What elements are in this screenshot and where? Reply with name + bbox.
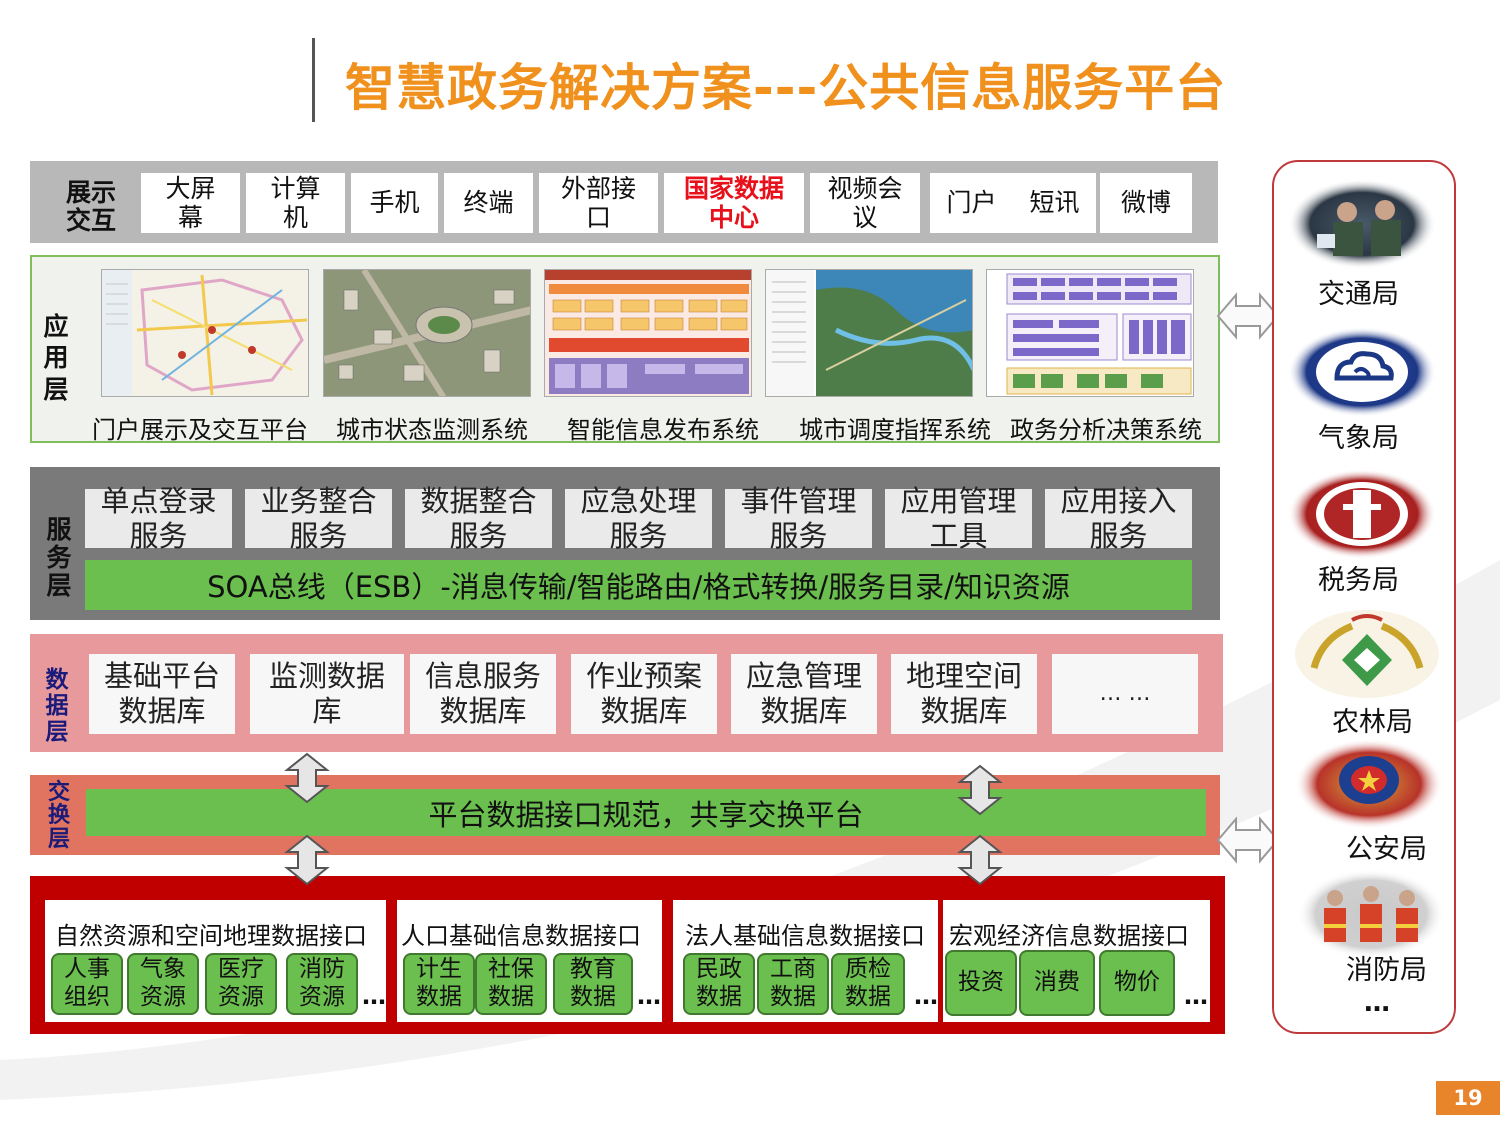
iface-item-family-planning: 计生数据 xyxy=(403,953,475,1015)
display-item-video-conference: 视频会 议 xyxy=(810,173,920,233)
horizontal-double-arrow-icon xyxy=(1216,816,1280,864)
interface-title-natural-resources: 自然资源和空间地理数据接口 xyxy=(55,922,367,950)
weather-bureau-emblem-icon xyxy=(1288,327,1436,417)
soa-bus-bar: SOA总线（ESB）-消息传输/智能路由/格式转换/服务目录/知识资源 xyxy=(85,560,1192,610)
info-release-thumbnail xyxy=(544,269,752,397)
db-info-service: 信息服务数据库 xyxy=(410,654,556,734)
dashboard-thumbnail-icon xyxy=(1006,273,1192,395)
service-item-sso: 单点登录服务 xyxy=(85,484,232,553)
traffic-police-photo-icon xyxy=(1288,179,1436,269)
application-layer-label: 应 用 层 xyxy=(43,312,69,404)
bureau-agriculture-forestry: 农林局 xyxy=(1332,707,1413,738)
service-layer-label: 服 务 层 xyxy=(46,515,72,600)
tax-bureau-emblem-icon xyxy=(1288,469,1436,559)
app-caption-info-release: 智能信息发布系统 xyxy=(567,416,759,444)
data-layer-label: 数 据 层 xyxy=(45,667,69,745)
iface-item-weather: 气象资源 xyxy=(127,953,199,1015)
bureau-weather: 气象局 xyxy=(1318,423,1399,454)
decision-analysis-thumbnail xyxy=(986,269,1194,397)
interface-title-legal-entity: 法人基础信息数据接口 xyxy=(685,922,925,950)
iface-item-prices: 物价 xyxy=(1099,950,1175,1016)
iface-more-4: … xyxy=(1184,982,1208,1010)
iface-more-2: … xyxy=(637,982,661,1010)
db-emergency-management: 应急管理数据库 xyxy=(731,654,877,734)
display-layer-label: 展示 交互 xyxy=(65,178,116,235)
display-item-big-screen: 大屏 幕 xyxy=(141,173,240,233)
db-more: … … xyxy=(1052,654,1198,734)
satellite-map-thumbnail-icon xyxy=(766,270,972,396)
firefighters-photo-icon xyxy=(1297,869,1445,959)
bureau-tax: 税务局 xyxy=(1318,565,1399,596)
vertical-double-arrow-icon xyxy=(957,834,1003,886)
display-item-computer: 计算 机 xyxy=(246,173,345,233)
display-item-terminal: 终端 xyxy=(444,173,533,233)
iface-item-investment: 投资 xyxy=(945,950,1017,1016)
iface-item-fire: 消防资源 xyxy=(286,953,358,1015)
iface-item-quality-inspection: 质检数据 xyxy=(831,953,905,1015)
city-3d-thumbnail-icon xyxy=(324,270,530,396)
title-divider xyxy=(312,38,315,122)
exchange-platform-bar: 平台数据接口规范，共享交换平台 xyxy=(86,789,1206,836)
bureau-traffic: 交通局 xyxy=(1318,279,1399,310)
iface-item-civil-affairs: 民政数据 xyxy=(683,953,755,1015)
page-title: 智慧政务解决方案---公共信息服务平台 xyxy=(345,59,1227,117)
iface-item-consumption: 消费 xyxy=(1019,950,1095,1016)
map-thumbnail-icon xyxy=(102,270,308,396)
app-caption-dispatch-command: 城市调度指挥系统 xyxy=(799,416,991,444)
display-item-portal-sms: 门户 短讯 xyxy=(930,173,1096,233)
service-item-business-integration: 业务整合服务 xyxy=(245,484,392,553)
page-number-badge: 19 xyxy=(1436,1081,1500,1115)
bureau-fire: 消防局 xyxy=(1346,955,1427,986)
service-item-emergency: 应急处理服务 xyxy=(565,484,712,553)
agriculture-forestry-emblem-icon xyxy=(1295,610,1439,698)
bureau-public-security: 公安局 xyxy=(1346,834,1427,865)
interface-title-macro-economy: 宏观经济信息数据接口 xyxy=(949,922,1189,950)
service-item-app-management: 应用管理工具 xyxy=(885,484,1032,553)
iface-item-education: 教育数据 xyxy=(553,953,633,1015)
iface-item-industry-commerce: 工商数据 xyxy=(757,953,829,1015)
vertical-double-arrow-icon xyxy=(284,834,330,886)
iface-item-social-security: 社保数据 xyxy=(475,953,547,1015)
portal-system-thumbnail xyxy=(101,269,309,397)
vertical-double-arrow-icon xyxy=(957,764,1003,816)
iface-item-personnel: 人事组织 xyxy=(51,953,123,1015)
vertical-double-arrow-icon xyxy=(284,752,330,804)
police-badge-icon xyxy=(1295,739,1443,829)
exchange-layer-label: 交 换 层 xyxy=(47,780,70,852)
bureau-more: … xyxy=(1364,988,1390,1018)
iface-more-1: … xyxy=(362,982,386,1010)
display-item-national-data-center: 国家数据 中心 xyxy=(664,173,804,233)
service-item-event-management: 事件管理服务 xyxy=(725,484,872,553)
db-operation-plan: 作业预案数据库 xyxy=(571,654,717,734)
display-item-weibo: 微博 xyxy=(1100,173,1192,233)
app-caption-city-monitoring: 城市状态监测系统 xyxy=(336,416,528,444)
system-architecture-thumbnail-icon xyxy=(545,270,751,394)
city-monitoring-thumbnail xyxy=(323,269,531,397)
db-geospatial: 地理空间数据库 xyxy=(891,654,1037,734)
db-monitoring: 监测数据库 xyxy=(250,654,404,734)
display-item-external-interface: 外部接 口 xyxy=(539,173,658,233)
dispatch-command-thumbnail xyxy=(765,269,973,397)
app-caption-decision-analysis: 政务分析决策系统 xyxy=(1010,416,1202,444)
iface-more-3: … xyxy=(914,982,938,1010)
app-caption-portal: 门户展示及交互平台 xyxy=(92,416,308,444)
db-basic-platform: 基础平台数据库 xyxy=(89,654,235,734)
horizontal-double-arrow-icon xyxy=(1216,292,1280,340)
service-item-data-integration: 数据整合服务 xyxy=(405,484,552,553)
display-item-mobile: 手机 xyxy=(351,173,438,233)
iface-item-medical: 医疗资源 xyxy=(205,953,277,1015)
service-item-app-access: 应用接入服务 xyxy=(1045,484,1192,553)
interface-title-population: 人口基础信息数据接口 xyxy=(401,922,641,950)
